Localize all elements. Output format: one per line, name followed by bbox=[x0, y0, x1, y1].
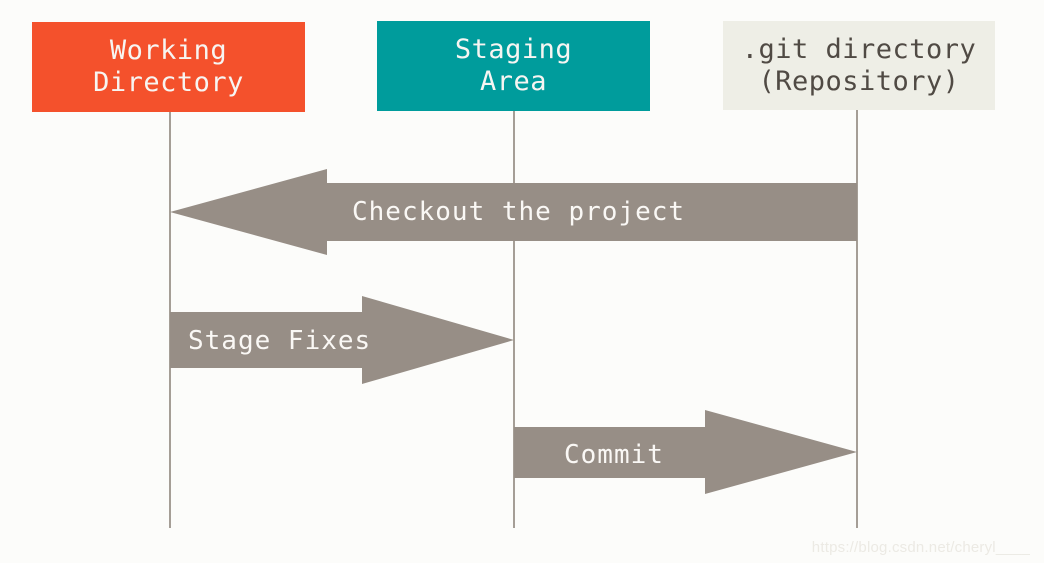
arrow-commit bbox=[514, 410, 857, 494]
lifeline-staging-area bbox=[513, 111, 515, 528]
arrow-stage-fixes bbox=[170, 296, 514, 384]
node-working-directory: Working Directory bbox=[32, 22, 305, 112]
arrow-checkout-the-project bbox=[170, 169, 857, 255]
watermark-text: https://blog.csdn.net/cheryl____ bbox=[811, 539, 1030, 556]
lifeline-git-directory bbox=[856, 110, 858, 528]
node-git-directory: .git directory (Repository) bbox=[723, 21, 995, 110]
node-staging-area: Staging Area bbox=[377, 21, 650, 111]
